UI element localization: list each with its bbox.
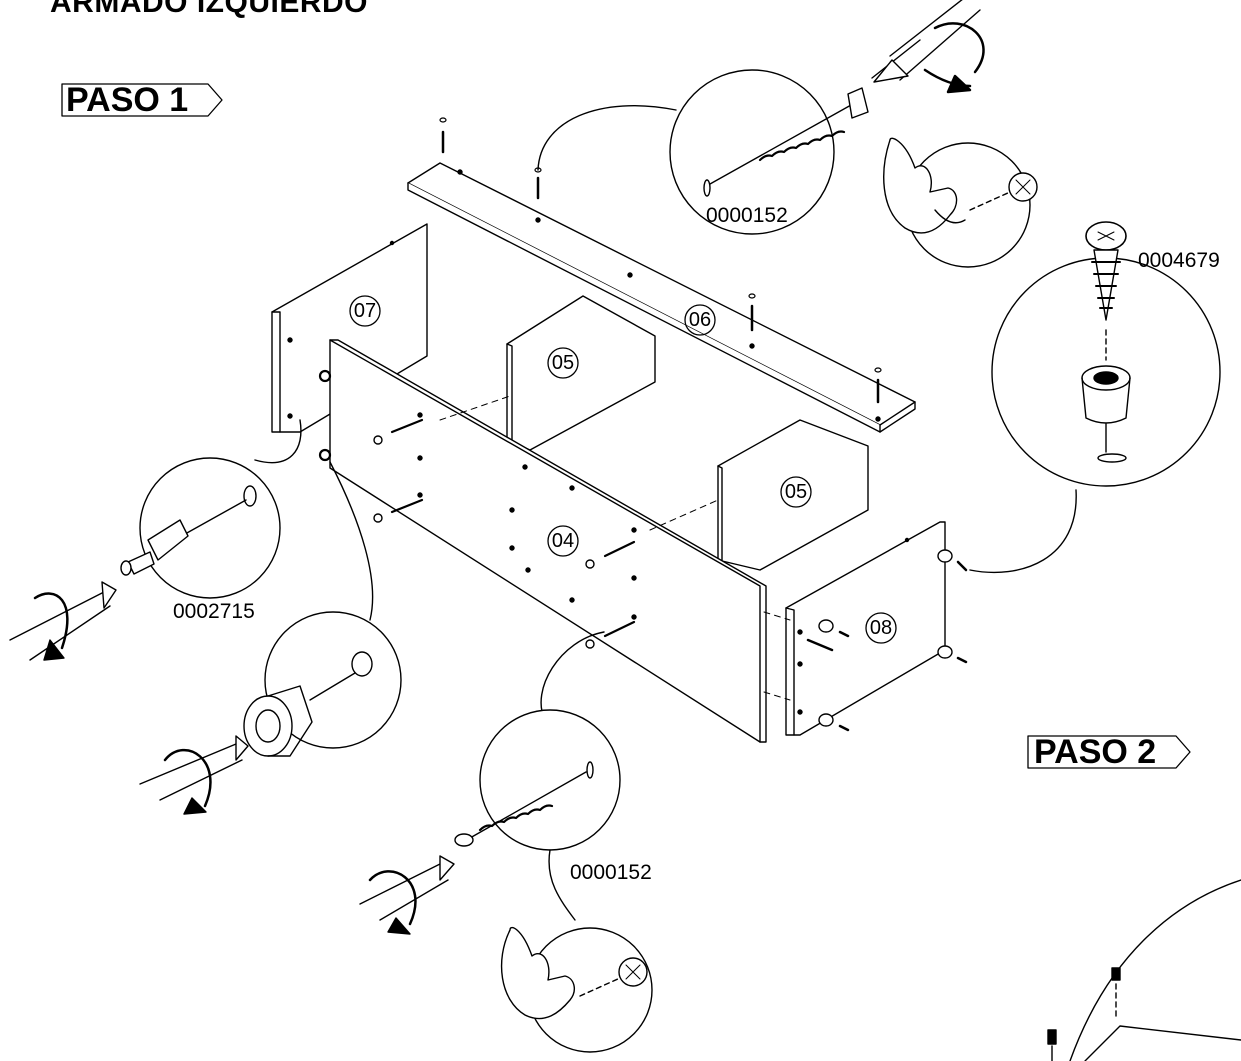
cam-locks-08	[806, 549, 968, 732]
rotation-arrow-icon	[923, 22, 985, 94]
step1-label: PASO 1	[66, 81, 189, 119]
panel-08-number: 08	[869, 617, 893, 639]
hand-ok-icon	[883, 137, 1038, 268]
foot-pad-icon	[1081, 365, 1131, 424]
panel-06	[407, 162, 916, 433]
panel-05-a-number: 05	[551, 352, 575, 374]
panel-04-number: 04	[551, 530, 575, 552]
page-heading: ARMADO IZQUIERDO	[50, 0, 368, 19]
part-code-screw-top: 0000152	[706, 204, 788, 227]
part-code-cam-bolt: 0002715	[173, 600, 255, 623]
step2-label: PASO 2	[1034, 733, 1157, 771]
cam-bolts	[318, 369, 636, 638]
callout-screw-top	[537, 69, 869, 235]
screwdriver-left-1	[9, 581, 117, 661]
panel-06-number: 06	[688, 309, 712, 331]
hand-ok-icon-bottom	[500, 849, 653, 1053]
part-code-screw-bottom: 0000152	[570, 861, 652, 884]
panel-05-b-number: 05	[784, 481, 808, 503]
callout-screw-bottom	[454, 631, 621, 851]
callout-cam-lock	[243, 461, 402, 757]
screwdriver-icon	[871, 0, 981, 83]
screw-icon	[1085, 221, 1127, 321]
screwdriver-left-3	[359, 855, 455, 935]
screwdriver-left-2	[139, 735, 249, 815]
callout-cam-bolt	[120, 419, 302, 599]
top-screws	[439, 117, 882, 404]
alignment-lines	[439, 395, 791, 701]
step1-label-frame	[61, 83, 223, 117]
step2-partial-diagram	[1047, 879, 1241, 1061]
cam-lock-icon	[243, 685, 313, 757]
step2-label-frame	[1027, 735, 1191, 769]
panel-07-number: 07	[353, 300, 377, 322]
part-code-foot-screw: 0004679	[1138, 249, 1220, 272]
panel-05-a	[506, 295, 656, 451]
callout-foot-screw	[969, 221, 1221, 574]
